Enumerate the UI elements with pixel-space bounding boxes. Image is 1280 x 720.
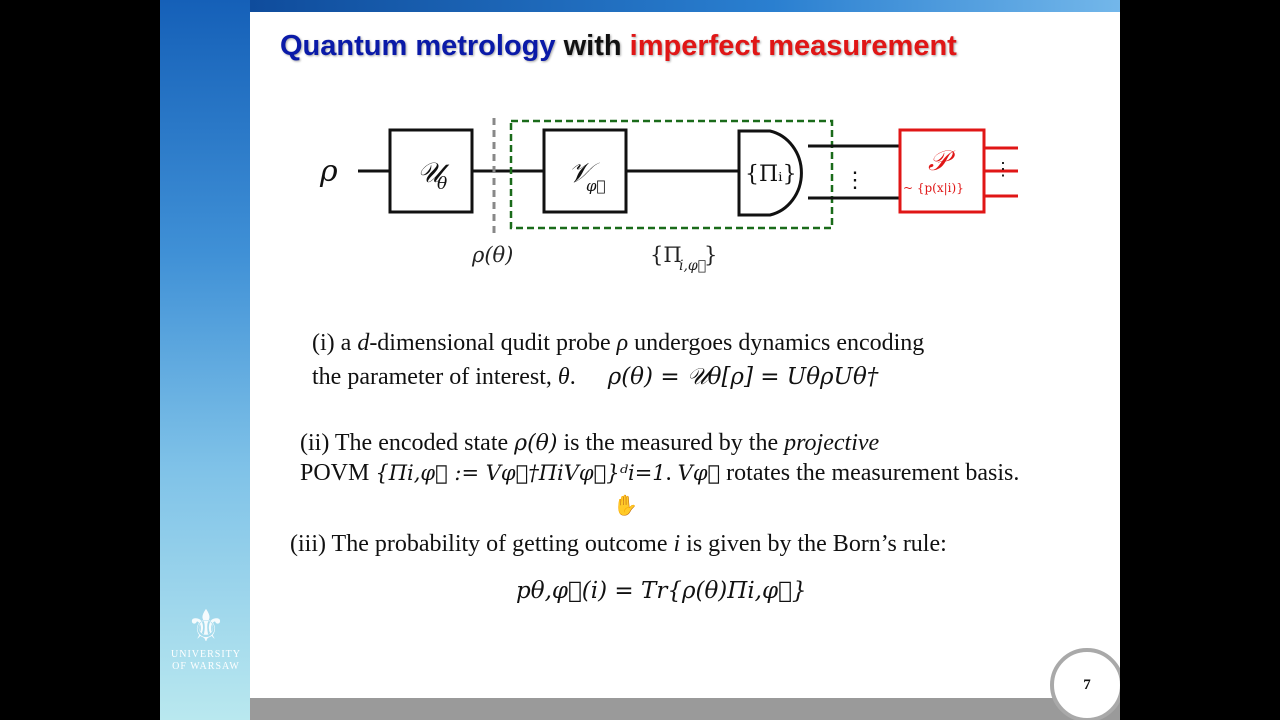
slide: Quantum metrology with imperfect measure… [160, 0, 1120, 720]
item-1-text-b: -dimensional qudit probe [369, 330, 617, 356]
item-2-equation: {Πi,φ⃗ := Vφ⃗†ΠiVφ⃗}ᵈi=1 [375, 461, 666, 485]
item-2-v: Vφ⃗ [677, 461, 721, 485]
item-2-text-a: (ii) The encoded state [300, 430, 515, 456]
item-1-line-2: the parameter of interest, θ. ρ(θ) = 𝒰θ[… [312, 364, 878, 391]
encoding-box [388, 128, 474, 214]
rotated-povm-close: } [704, 243, 717, 267]
university-logo: ⚜ UNIVERSITY OF WARSAW [168, 605, 244, 673]
rotated-povm-sub: i,φ⃗ [679, 258, 706, 274]
item-3-text-a: (iii) The probability of getting outcome [290, 531, 674, 557]
item-2-line-2: POVM {Πi,φ⃗ := Vφ⃗†ΠiVφ⃗}ᵈi=1. Vφ⃗ rotat… [300, 460, 1019, 487]
povm-label: {Πᵢ} [745, 162, 797, 187]
encoding-box-sub: θ [437, 174, 447, 194]
top-bar [250, 0, 1120, 12]
title-part-3: imperfect measurement [629, 30, 957, 62]
page-number-badge: 7 [1050, 648, 1120, 720]
item-1-line-1: (i) a d-dimensional qudit probe ρ underg… [312, 330, 924, 357]
logo-line-2: OF WARSAW [172, 661, 240, 672]
measurement-meter [737, 129, 803, 217]
item-1-equation: ρ(θ) = 𝒰θ[ρ] = UθρUθ† [607, 364, 879, 390]
detector-dots: ⋮ [994, 159, 1012, 180]
item-2-text-b: is the measured by the [557, 430, 785, 456]
encoded-state-label: ρ(θ) [471, 243, 513, 267]
detector-sub: ~ {p(x|i)} [903, 181, 964, 195]
item-1-theta: θ [557, 364, 570, 390]
item-2-text-e: . [665, 460, 678, 486]
eagle-crest-icon: ⚜ [186, 602, 226, 651]
title-part-2: with [563, 30, 622, 62]
item-3-i: i [673, 531, 681, 557]
item-1-rho: ρ [616, 330, 629, 356]
page-number: 7 [1083, 677, 1091, 693]
item-3-equation: pθ,φ⃗(i) = Tr{ρ(θ)Πi,φ⃗} [516, 578, 807, 604]
rotated-povm-label: {Π [650, 243, 682, 267]
measurement-group-box [509, 119, 834, 230]
logo-line-1: UNIVERSITY [171, 649, 241, 660]
rotation-box [542, 128, 628, 214]
item-2-text-d: POVM [300, 460, 376, 486]
item-2-text-f: rotates the measurement basis. [720, 460, 1020, 486]
item-3-line-1: (iii) The probability of getting outcome… [290, 531, 947, 558]
slide-title: Quantum metrology with imperfect measure… [280, 30, 1080, 63]
item-1-text-c: undergoes dynamics encoding [628, 330, 925, 356]
hand-cursor-icon: ✋ [613, 495, 638, 517]
title-part-1: Quantum metrology [280, 30, 556, 62]
item-2-rho: ρ(θ) [514, 431, 558, 456]
item-1-text-d: the parameter of interest, [312, 364, 558, 390]
item-3-text-b: is given by the Born’s rule: [680, 531, 947, 557]
item-2-text-c: projective [784, 430, 880, 456]
item-2-line-1: (ii) The encoded state ρ(θ) is the measu… [300, 430, 879, 457]
bottom-bar [250, 698, 1120, 720]
item-1-d: d [357, 330, 370, 356]
item-1-text-a: (i) a [312, 330, 358, 356]
item-1-text-e: . [569, 364, 576, 390]
rotation-box-sub: φ⃗ [586, 177, 606, 195]
detector-box [898, 128, 986, 214]
input-state-label: ρ [319, 154, 338, 189]
sidebar-gradient [160, 0, 250, 720]
wire-dots: ⋮ [844, 168, 866, 193]
circuit-diagram: 𝒰 θ 𝒱 φ⃗ {Πᵢ} ⋮ 𝒫 ~ {p(x|i)} ⋮ ρ ρ(θ) {Π… [319, 118, 1018, 274]
